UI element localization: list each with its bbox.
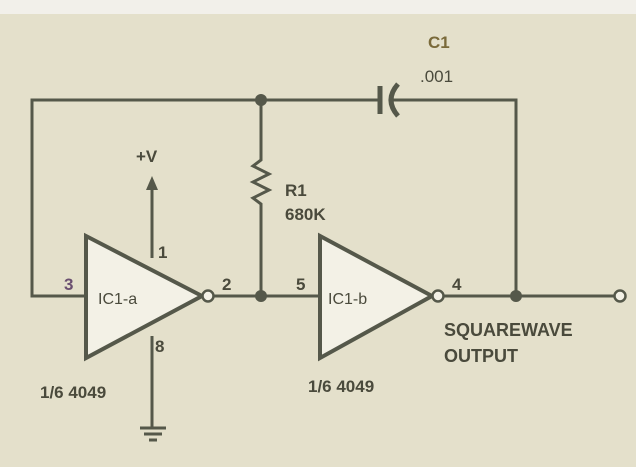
inverter-ic1a: [84, 232, 207, 362]
junction-dot: [510, 290, 522, 302]
pin-3: 3: [64, 275, 73, 294]
ic1a-part: 1/6 4049: [40, 383, 106, 402]
c1-label: C1: [428, 33, 450, 52]
feedback-wire: [30, 98, 378, 298]
capacitor-wire: [392, 98, 518, 296]
resistor-r1: [249, 100, 273, 296]
ic1a-inversion-bubble: [201, 289, 215, 303]
pin-4: 4: [452, 275, 462, 294]
r1-label: R1: [285, 181, 307, 200]
ic1b-part: 1/6 4049: [308, 377, 374, 396]
pin-8: 8: [155, 337, 164, 356]
output-label-line1: SQUAREWAVE: [444, 320, 573, 340]
output-label-line2: OUTPUT: [444, 346, 518, 366]
pin-2: 2: [222, 275, 231, 294]
pin-5: 5: [296, 275, 305, 294]
ic1b-label: IC1-b: [328, 291, 367, 308]
supply-label: +V: [136, 147, 158, 166]
ic1a-label: IC1-a: [98, 291, 137, 308]
pin-1: 1: [158, 243, 167, 262]
junction-dot: [255, 94, 267, 106]
output-terminal[interactable]: [613, 289, 627, 303]
junction-dot: [255, 290, 267, 302]
inverter-ic1b: [318, 232, 437, 362]
r1-value: 680K: [285, 205, 326, 224]
supply-arrow-icon: [146, 176, 158, 190]
c1-value: .001: [420, 67, 453, 86]
capacitor-curved-plate: [388, 82, 400, 118]
ic1b-inversion-bubble: [431, 289, 445, 303]
